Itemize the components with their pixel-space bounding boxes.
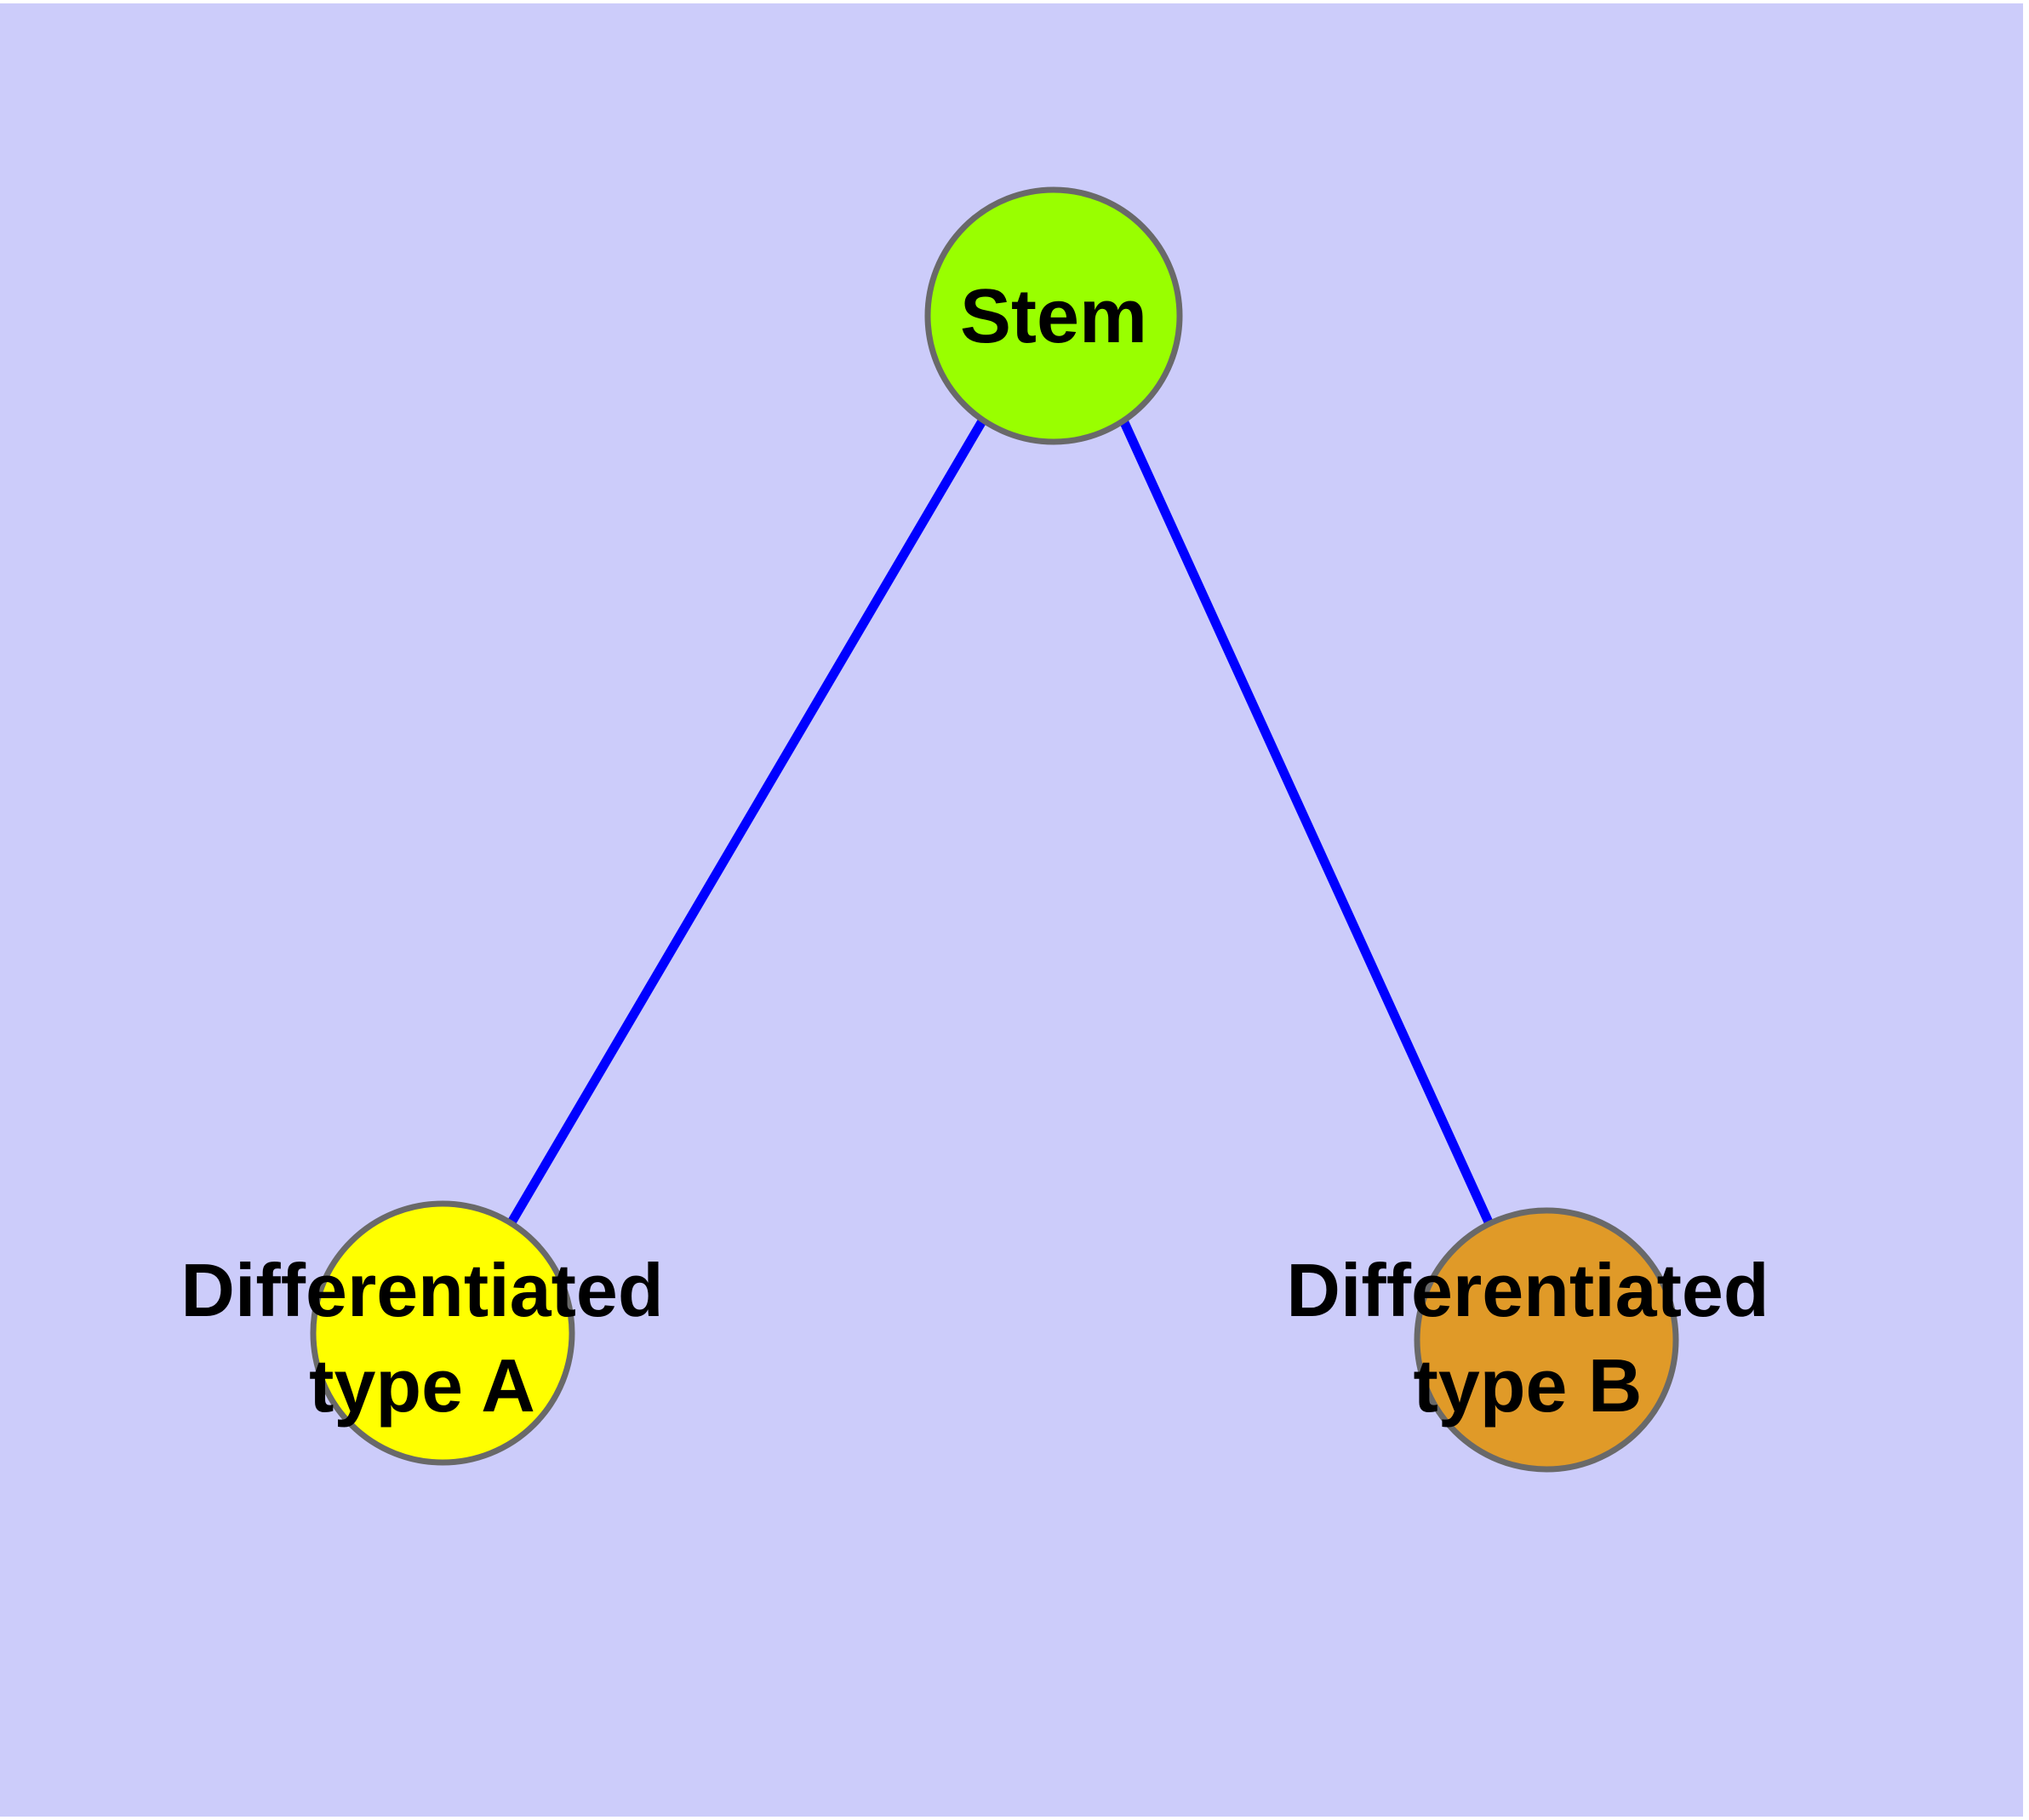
node-stem[interactable]: Stem	[924, 186, 1183, 445]
edge-stem-to-differentiated-type-b[interactable]	[1118, 418, 1495, 1228]
node-differentiated-type-a[interactable]: Differentiated type A	[180, 1200, 664, 1466]
node-differentiated-type-a-label-line-1: Differentiated	[180, 1248, 663, 1332]
node-layer: Stem Differentiated type A Differentiate…	[180, 186, 1769, 1473]
node-stem-label-line-1: Stem	[960, 274, 1147, 359]
edge-stem-to-differentiated-type-a[interactable]	[507, 417, 987, 1225]
node-differentiated-type-a-label-line-2: type A	[309, 1343, 535, 1428]
node-differentiated-type-a-circle[interactable]	[310, 1200, 575, 1466]
node-differentiated-type-b-label-line-1: Differentiated	[1286, 1248, 1769, 1332]
node-stem-circle[interactable]	[924, 186, 1183, 445]
node-differentiated-type-b-circle[interactable]	[1414, 1207, 1679, 1473]
edge-layer	[507, 417, 1495, 1228]
node-differentiated-type-b-label-line-2: type B	[1414, 1343, 1643, 1428]
node-differentiated-type-b[interactable]: Differentiated type B	[1286, 1207, 1769, 1473]
